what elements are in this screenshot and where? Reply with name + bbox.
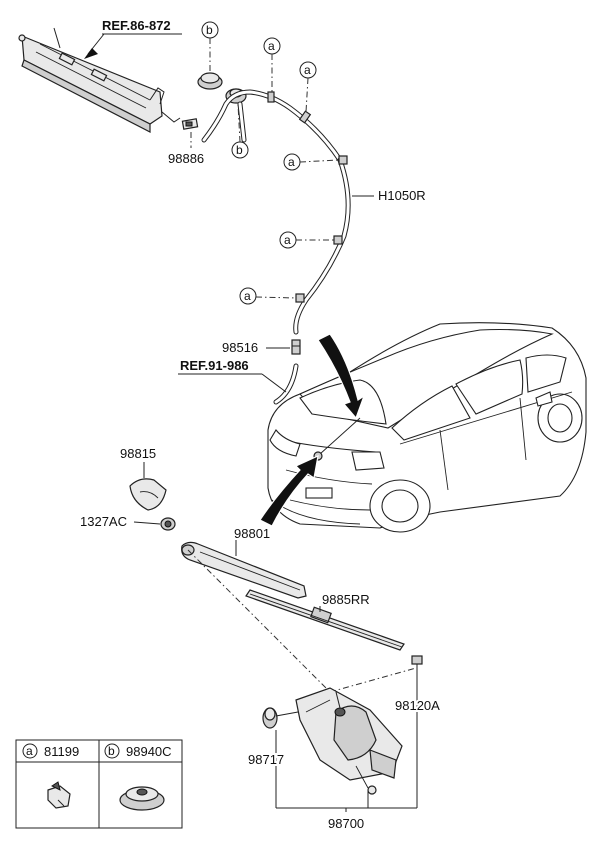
label-98120a: 98120A — [395, 698, 440, 713]
arrow-to-motor — [259, 454, 319, 527]
legend-a: a 81199 — [22, 743, 79, 809]
svg-text:b: b — [206, 23, 213, 37]
callout-a-4: a — [279, 231, 334, 249]
wiper-nut — [160, 517, 176, 531]
wiper-arm — [181, 541, 307, 599]
svg-text:98940C: 98940C — [126, 744, 172, 759]
clip-a1 — [267, 91, 275, 103]
svg-text:a: a — [26, 744, 33, 758]
label-1327ac: 1327AC — [80, 514, 127, 529]
callout-a-2: a — [299, 61, 317, 113]
svg-text:b: b — [108, 744, 115, 758]
callout-b-lower: b — [231, 103, 249, 159]
label-9885rr: 9885RR — [322, 592, 370, 607]
svg-text:a: a — [268, 39, 275, 53]
clip-a2 — [298, 110, 312, 124]
legend-table: a 81199 b 98940C — [15, 739, 183, 829]
wiper-blade — [245, 589, 405, 651]
callout-a-1: a — [263, 37, 281, 92]
clip-a5 — [295, 293, 305, 303]
label-98717: 98717 — [248, 752, 284, 767]
hose-connector — [291, 339, 301, 355]
legend-b: b 98940C — [104, 743, 172, 811]
ref-86-872: REF.86-872 — [102, 18, 171, 33]
stop-lamp-assembly — [18, 27, 181, 133]
washer-nozzle — [181, 118, 199, 130]
label-98815: 98815 — [120, 446, 156, 461]
label-98516: 98516 — [222, 340, 258, 355]
car-illustration — [267, 322, 587, 533]
svg-text:a: a — [244, 289, 251, 303]
ref-91-986: REF.91-986 — [180, 358, 249, 373]
callout-a-5: a — [239, 287, 297, 305]
clip-a4 — [333, 235, 343, 245]
label-98801: 98801 — [234, 526, 270, 541]
mounting-bolt — [411, 655, 423, 672]
motor-grommet — [262, 707, 278, 729]
clip-a3 — [338, 155, 348, 165]
callout-a-3: a — [283, 153, 340, 171]
svg-text:a: a — [288, 155, 295, 169]
svg-text:81199: 81199 — [44, 744, 79, 759]
wiper-cap — [129, 478, 167, 511]
label-h1050r: H1050R — [378, 188, 426, 203]
svg-text:a: a — [304, 63, 311, 77]
label-98886: 98886 — [168, 151, 204, 166]
wiper-motor — [295, 687, 403, 795]
svg-text:a: a — [284, 233, 291, 247]
svg-text:b: b — [236, 143, 243, 157]
arrow-to-nozzle — [317, 333, 366, 420]
label-98700: 98700 — [328, 816, 364, 831]
grommet-upper — [197, 72, 247, 104]
callout-b-top: b — [201, 21, 219, 72]
